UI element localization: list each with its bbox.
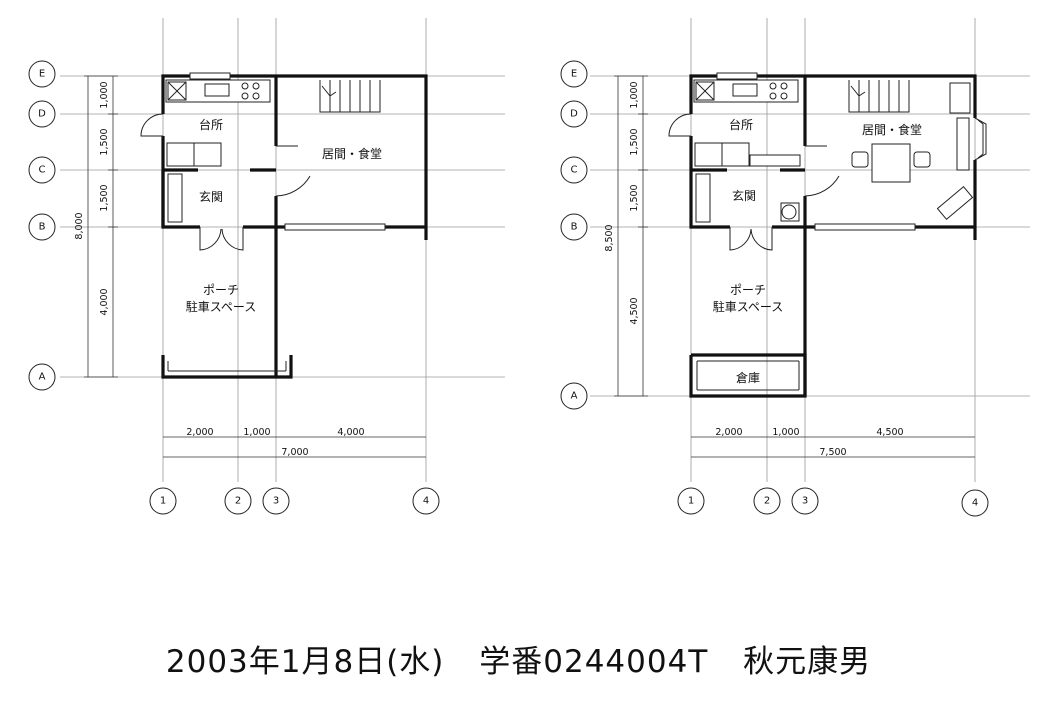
stairs-icon-2 — [848, 80, 910, 113]
plan-2-row-bubbles: E D C B A — [560, 60, 588, 410]
vdim-2-2: 1,500 — [629, 128, 640, 155]
hdim-2: 1,000 — [243, 427, 270, 438]
hdim-3: 4,000 — [337, 427, 364, 438]
col-label-1-2: 1 — [688, 496, 694, 507]
vdim-3: 1,500 — [99, 184, 110, 211]
room-label-storage: 倉庫 — [736, 370, 760, 385]
plan-1-grid — [60, 18, 505, 482]
plan-2-horizontal-dims: 2,000 1,000 4,500 7,500 — [691, 427, 975, 458]
room-label-porch: ポーチ — [203, 283, 239, 297]
row-label-E-2: E — [571, 69, 577, 80]
row-label-D: D — [38, 109, 46, 120]
hdim-2-2: 1,000 — [772, 427, 799, 438]
sofa-icon — [936, 186, 974, 220]
plan-2-vertical-dims: 1,000 1,500 1,500 4,500 8,500 — [604, 75, 648, 397]
plan-1: E D C B A 1 2 3 4 — [28, 18, 505, 515]
row-label-E: E — [39, 69, 45, 80]
dining-table-icon — [851, 143, 931, 183]
vdim-1-2: 1,000 — [629, 81, 640, 108]
stairs-icon — [319, 80, 381, 113]
vdim-2: 1,500 — [99, 128, 110, 155]
hdim-total: 7,000 — [281, 447, 308, 458]
col-label-2-2: 2 — [764, 496, 770, 507]
footer: 2003年1月8日(水) 学番0244004T 秋元康男 — [0, 636, 1037, 681]
col-label-1: 1 — [160, 496, 166, 507]
plan-2-fixtures — [693, 79, 974, 223]
plan-1-vertical-dims: 1,000 1,500 1,500 4,000 8,000 — [74, 75, 118, 378]
plan-1-room-labels: 台所 居間・食堂 玄関 ポーチ 駐車スペース — [186, 117, 382, 314]
footer-name: 秋元康男 — [743, 644, 872, 680]
vdim-total: 8,000 — [74, 212, 85, 239]
col-label-3: 3 — [273, 496, 279, 507]
room-label-porch-2: ポーチ — [730, 283, 766, 297]
vdim-1: 1,000 — [99, 81, 110, 108]
plan-1-fixtures — [165, 79, 381, 223]
row-label-B: B — [39, 222, 46, 233]
col-label-3-2: 3 — [802, 496, 808, 507]
room-label-parking: 駐車スペース — [186, 299, 257, 314]
room-label-parking-2: 駐車スペース — [713, 299, 784, 314]
hdim-3-2: 4,500 — [876, 427, 903, 438]
col-label-4-2: 4 — [972, 498, 978, 509]
vdim-3-2: 1,500 — [629, 184, 640, 211]
plan-1-horizontal-dims: 2,000 1,000 4,000 7,000 — [163, 427, 426, 458]
room-label-living: 居間・食堂 — [322, 146, 382, 161]
col-label-4: 4 — [423, 496, 429, 507]
vdim-total-2: 8,500 — [604, 224, 615, 251]
room-label-kitchen: 台所 — [199, 117, 223, 132]
row-label-C: C — [39, 165, 46, 176]
plan-2-room-labels: 台所 居間・食堂 玄関 ポーチ 駐車スペース 倉庫 — [713, 117, 922, 385]
hdim-1: 2,000 — [186, 427, 213, 438]
plan-1-col-bubbles: 1 2 3 4 — [149, 487, 440, 515]
row-label-A-2: A — [571, 391, 578, 402]
row-label-B-2: B — [571, 222, 578, 233]
hdim-total-2: 7,500 — [819, 447, 846, 458]
room-label-living-2: 居間・食堂 — [862, 122, 922, 137]
plan-2-openings — [668, 72, 916, 251]
plan-1-openings — [140, 72, 386, 251]
plan-2: E D C B A 1 2 3 4 — [560, 18, 1030, 517]
plan-2-col-bubbles: 1 2 3 4 — [677, 487, 989, 517]
row-label-C-2: C — [571, 165, 578, 176]
vdim-4-2: 4,500 — [629, 297, 640, 324]
row-label-D-2: D — [570, 109, 578, 120]
footer-student-id: 学番0244004T — [479, 644, 709, 680]
plan-2-walls — [689, 74, 987, 398]
hdim-1-2: 2,000 — [715, 427, 742, 438]
plan-1-row-bubbles: E D C B A — [28, 60, 56, 391]
room-label-entrance-2: 玄関 — [732, 188, 756, 203]
footer-date: 2003年1月8日(水) — [165, 644, 445, 680]
room-label-kitchen-2: 台所 — [729, 117, 753, 132]
row-label-A: A — [39, 372, 46, 383]
col-label-2: 2 — [235, 496, 241, 507]
vdim-4: 4,000 — [99, 288, 110, 315]
room-label-entrance: 玄関 — [199, 189, 223, 204]
